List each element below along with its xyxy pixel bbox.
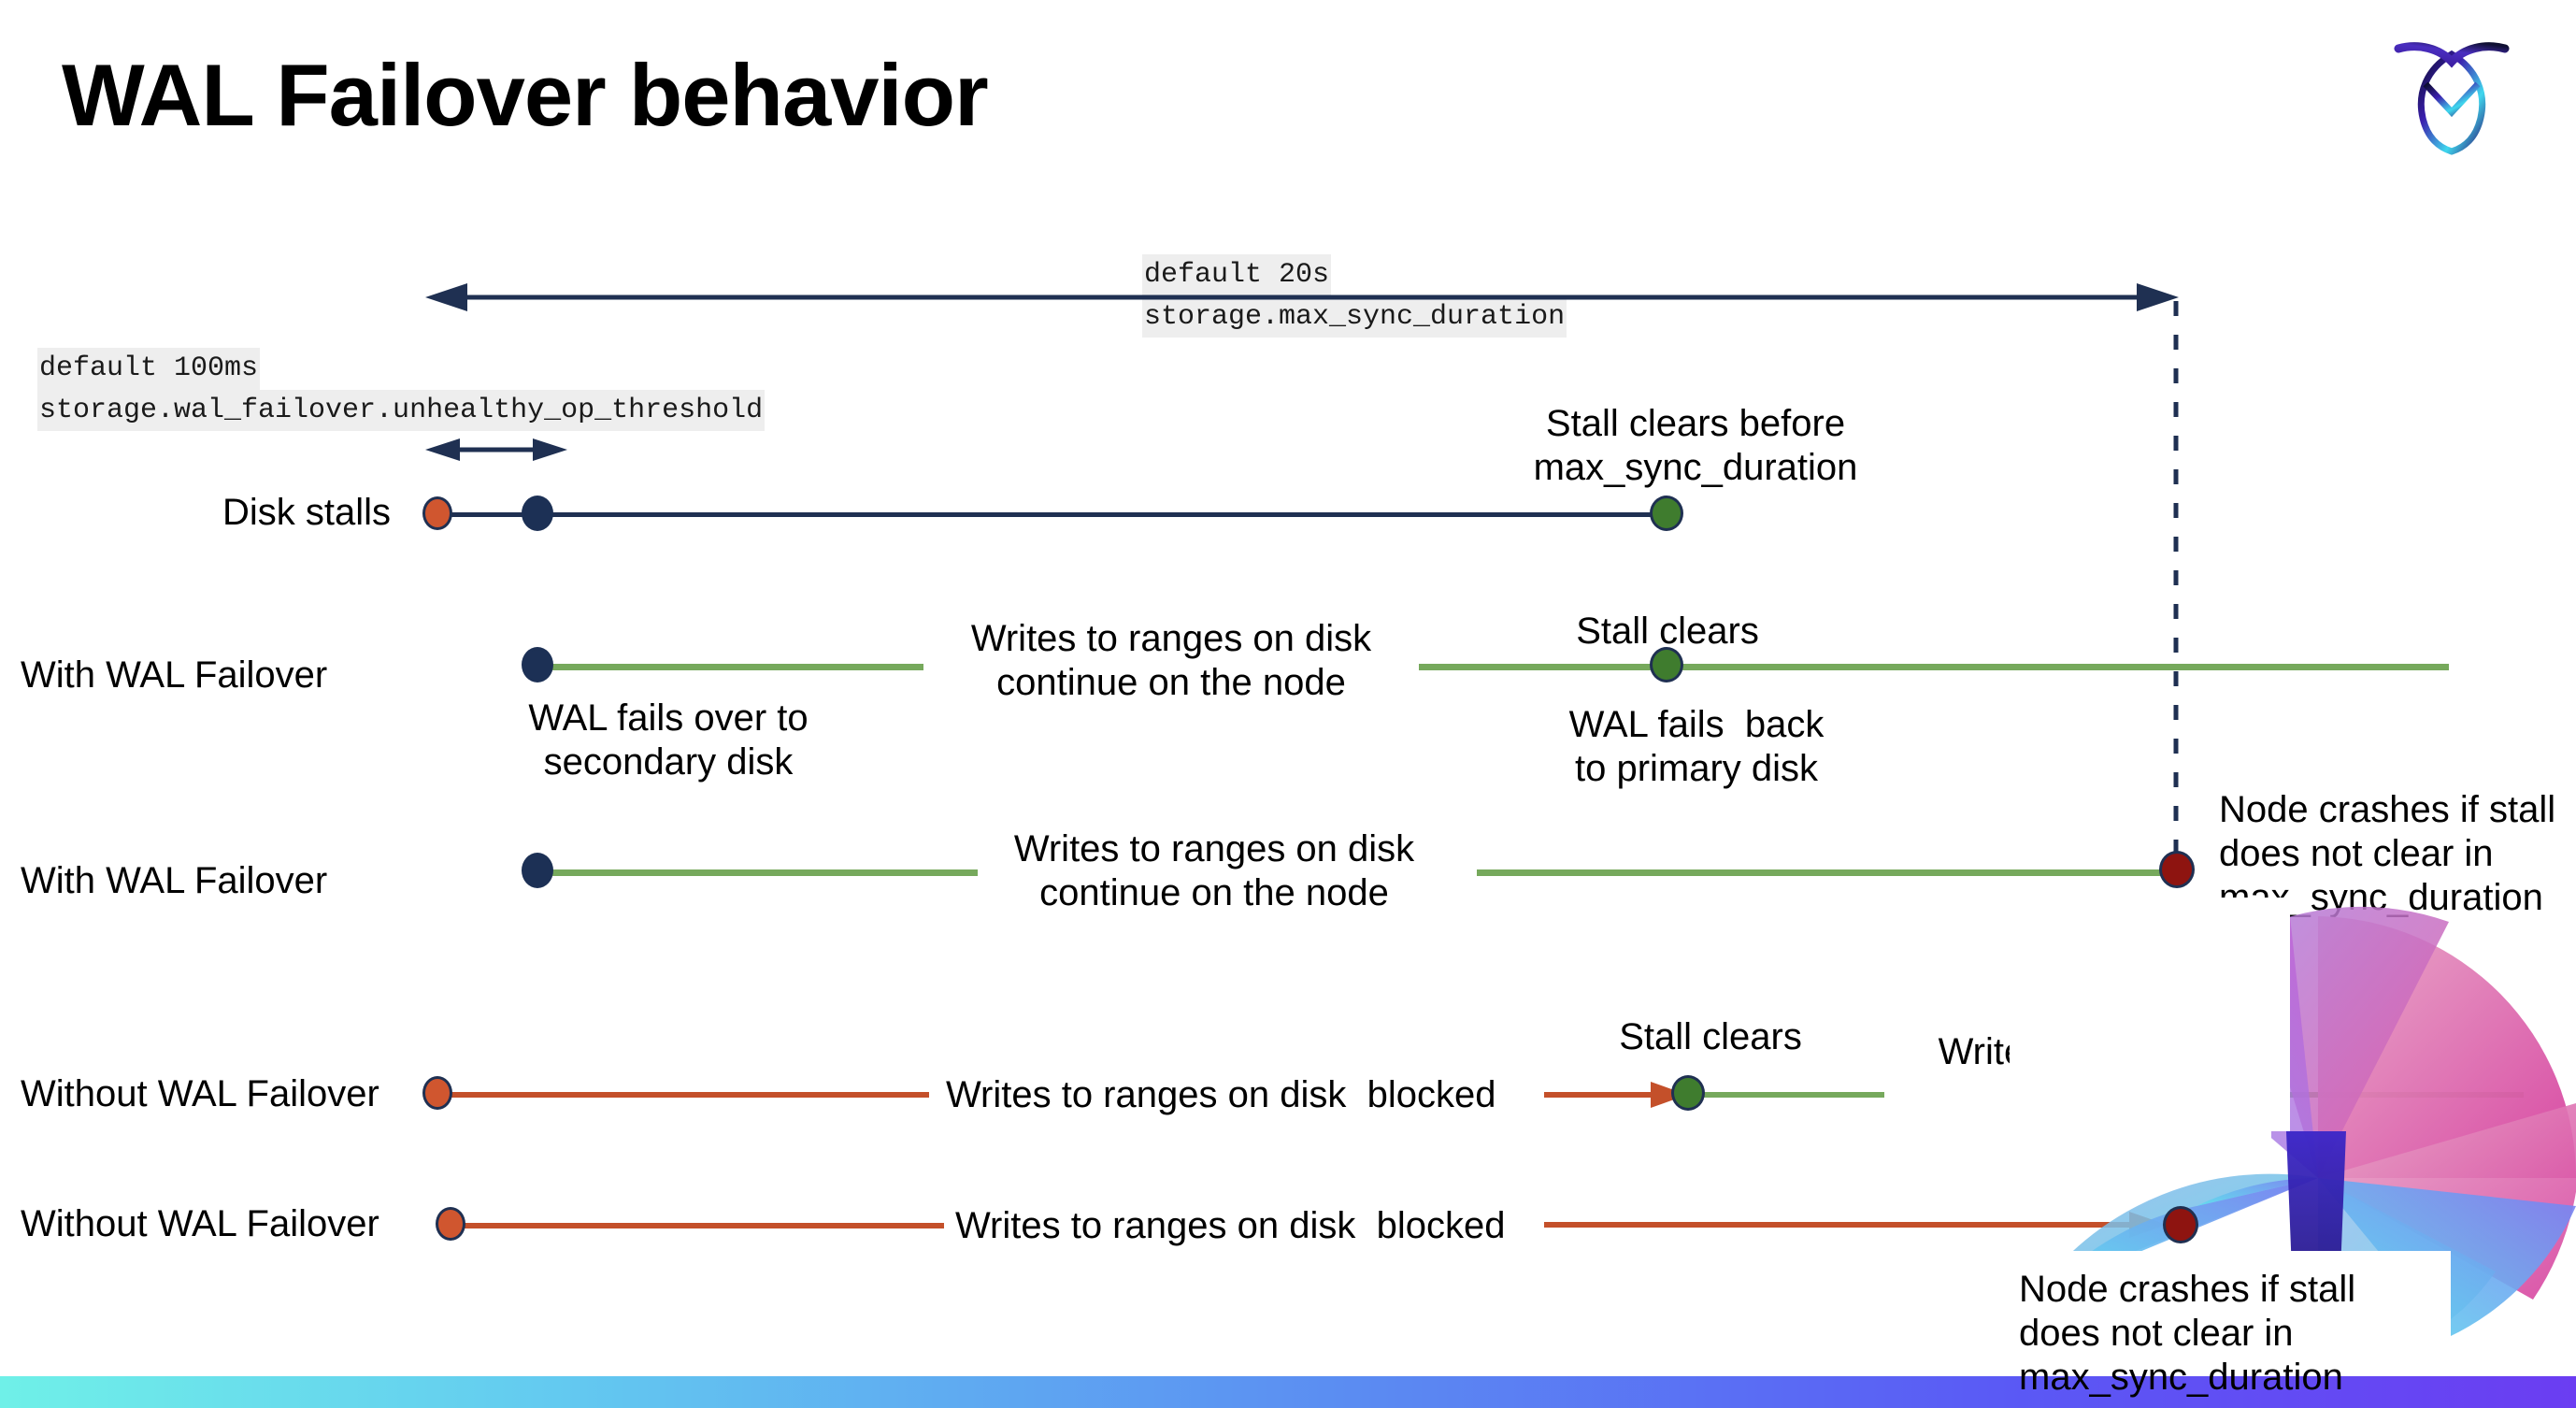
row5-annotation-writes-blocked: Writes to ranges on disk blocked: [955, 1205, 1506, 1246]
max-sync-setting-label: storage.max_sync_duration: [1142, 295, 1567, 338]
row3-timeline-green-left: [542, 869, 978, 876]
row-label-with-wal-failover-1: With WAL Failover: [21, 654, 328, 696]
row5-stall-start-dot: [436, 1207, 465, 1241]
row5-annotation-node-crashes: Node crashes if stall does not clear in …: [2019, 1269, 2356, 1399]
row3-failover-dot: [522, 853, 553, 888]
decorative-fan-graphic: [2010, 898, 2576, 1365]
row4-timeline-green-right: [1701, 1092, 1884, 1098]
bottom-gradient-bar: [0, 1376, 2576, 1408]
row2-annotation-wal-fails-over: WAL fails over to secondary disk: [528, 697, 809, 783]
row4-stall-start-dot: [422, 1076, 452, 1110]
row4-timeline-red-left: [441, 1092, 929, 1098]
max-sync-default-label: default 20s: [1142, 254, 1332, 296]
row4-annotation-writes-blocked: Writes to ranges on disk blocked: [946, 1074, 1496, 1115]
row2-annotation-stall-clears: Stall clears: [1576, 611, 1759, 652]
row2-annotation-writes-continue: Writes to ranges on disk continue on the…: [970, 618, 1372, 704]
unhealthy-op-threshold-callout: default 100ms storage.wal_failover.unhea…: [37, 348, 766, 432]
row-label-without-wal-failover-1: Without WAL Failover: [21, 1073, 379, 1114]
unhealthy-setting-label: storage.wal_failover.unhealthy_op_thresh…: [37, 389, 766, 432]
unhealthy-threshold-span-arrow: [425, 438, 567, 461]
cockroachdb-logo-icon: [2382, 26, 2522, 157]
row2-annotation-wal-fails-back: WAL fails back to primary disk: [1568, 704, 1825, 790]
page-title: WAL Failover behavior: [62, 46, 989, 144]
row-label-without-wal-failover-2: Without WAL Failover: [21, 1203, 379, 1244]
row1-failover-dot: [522, 496, 553, 531]
row-label-with-wal-failover-2: With WAL Failover: [21, 860, 328, 901]
row3-annotation-node-crashes: Node crashes if stall does not clear in …: [2219, 789, 2556, 919]
row2-timeline-green-left: [542, 664, 923, 670]
row1-stall-start-dot: [422, 496, 452, 530]
row1-stall-cleared-dot: [1650, 496, 1683, 531]
row4-block-arrow: [1544, 1082, 1687, 1108]
unhealthy-default-label: default 100ms: [37, 348, 261, 390]
row1-timeline-navy: [437, 512, 1671, 517]
row4-stall-cleared-dot: [1671, 1075, 1705, 1111]
row4-annotation-stall-clears: Stall clears: [1619, 1016, 1802, 1057]
row-label-disk-stalls: Disk stalls: [222, 492, 392, 533]
row3-node-crash-dot: [2159, 851, 2195, 888]
row5-timeline-red-left: [456, 1223, 944, 1228]
row3-timeline-green-right: [1477, 869, 2168, 876]
row3-annotation-writes-continue: Writes to ranges on disk continue on the…: [1013, 828, 1415, 914]
max-sync-duration-callout: default 20s storage.max_sync_duration: [1142, 254, 1567, 338]
row1-annotation-stall-clears-before: Stall clears before max_sync_duration: [1533, 403, 1858, 489]
row2-stall-cleared-dot: [1650, 647, 1683, 682]
row2-failover-dot: [522, 647, 553, 682]
row2-timeline-green-right: [1419, 664, 2449, 670]
row5-node-crash-dot: [2163, 1206, 2198, 1243]
